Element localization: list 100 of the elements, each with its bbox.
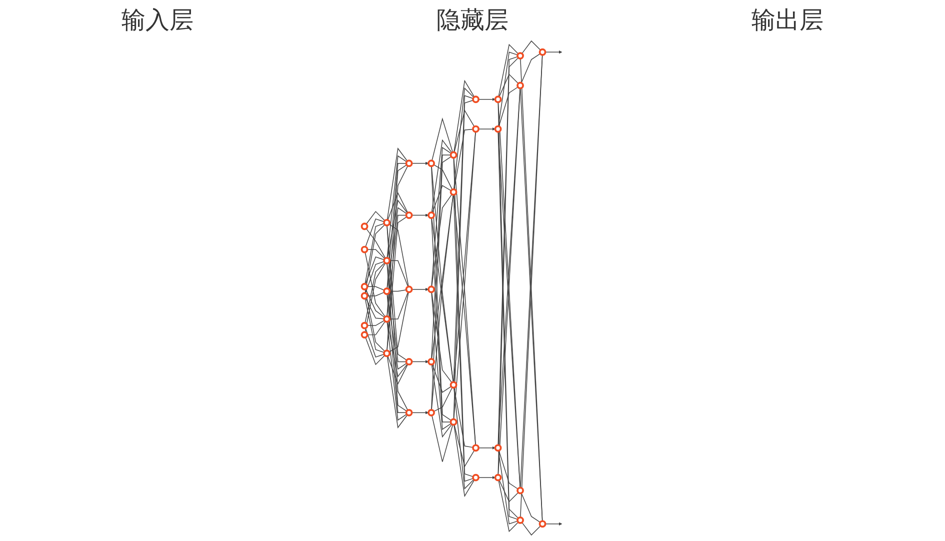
connector xyxy=(498,44,518,97)
node-circle xyxy=(427,212,434,219)
connector xyxy=(453,110,474,153)
node-circle xyxy=(427,160,434,168)
node-circle xyxy=(449,418,457,426)
connector xyxy=(386,263,406,362)
node-circle xyxy=(472,444,479,452)
connector xyxy=(430,292,452,430)
connector xyxy=(386,165,408,351)
connector xyxy=(386,294,406,414)
node-circle xyxy=(538,520,546,528)
connector xyxy=(430,154,451,360)
connector xyxy=(364,252,386,318)
connector xyxy=(452,87,474,190)
layer-label: 隐藏层 xyxy=(436,5,508,34)
connector xyxy=(386,294,407,370)
connector xyxy=(364,261,384,294)
arrow xyxy=(478,476,495,480)
connector xyxy=(430,146,452,287)
node-circle xyxy=(516,52,524,60)
connector xyxy=(498,480,518,532)
connector xyxy=(498,450,518,524)
connector xyxy=(498,480,518,502)
connector xyxy=(453,424,474,468)
connector xyxy=(432,164,452,190)
node-circle xyxy=(516,486,524,494)
connector xyxy=(520,53,540,84)
arrow xyxy=(478,127,495,131)
node-circle xyxy=(449,188,457,196)
node-circle xyxy=(360,292,368,300)
layer-label: 输入层 xyxy=(122,5,194,34)
connector xyxy=(430,194,454,410)
connector xyxy=(364,223,384,284)
connector xyxy=(386,148,408,220)
connector xyxy=(386,164,407,317)
node-circle xyxy=(404,408,412,416)
connector xyxy=(386,225,408,411)
connector xyxy=(364,298,384,353)
node-circle xyxy=(360,322,368,330)
connector xyxy=(364,288,384,318)
node-circle xyxy=(360,331,368,339)
connector xyxy=(364,262,385,324)
connector xyxy=(432,386,452,412)
connector xyxy=(386,155,407,258)
connector xyxy=(366,292,384,296)
arrow xyxy=(478,446,495,450)
connector xyxy=(388,224,408,288)
arrow xyxy=(544,50,562,54)
node-circle xyxy=(472,96,479,104)
connector xyxy=(388,292,408,320)
connector xyxy=(388,292,408,352)
node-circle xyxy=(494,444,502,452)
connector xyxy=(386,356,408,428)
node-circle xyxy=(382,315,390,323)
connector xyxy=(386,200,408,258)
connector xyxy=(430,364,452,438)
connector xyxy=(364,328,384,358)
arrow xyxy=(410,360,428,364)
connector xyxy=(366,249,385,260)
connector xyxy=(453,80,474,153)
arrow xyxy=(410,288,428,292)
connector xyxy=(430,218,454,382)
arrow xyxy=(410,411,428,414)
node-circle xyxy=(472,125,479,133)
node-circle xyxy=(538,48,546,56)
node-circle xyxy=(472,474,479,482)
node-circle xyxy=(404,286,412,294)
connector xyxy=(386,321,407,421)
connector xyxy=(366,320,386,336)
connector xyxy=(366,320,384,326)
arrow xyxy=(410,162,428,165)
connector xyxy=(453,128,473,190)
connector xyxy=(498,52,518,127)
connector xyxy=(364,298,384,320)
node-circle xyxy=(360,246,368,254)
node-circle xyxy=(449,381,457,389)
connector xyxy=(388,260,408,288)
connector xyxy=(364,224,385,294)
connector xyxy=(364,337,385,366)
connector xyxy=(366,286,384,291)
connector xyxy=(430,218,451,422)
node-circle xyxy=(427,358,434,366)
connector xyxy=(430,139,452,213)
connector xyxy=(431,185,451,213)
connector xyxy=(430,292,452,383)
node-circle xyxy=(382,256,390,264)
node-circle xyxy=(427,286,434,294)
connector xyxy=(498,86,518,127)
node-circle xyxy=(494,474,502,482)
node-circle xyxy=(404,358,412,366)
node-circle xyxy=(449,151,457,159)
node-circle xyxy=(494,96,502,104)
arrow xyxy=(410,214,428,217)
node-circle xyxy=(382,350,390,358)
connector xyxy=(498,74,518,98)
connector xyxy=(386,214,406,317)
connector xyxy=(430,194,452,287)
connector xyxy=(453,424,474,498)
arrow xyxy=(544,522,562,526)
connector xyxy=(386,321,408,378)
